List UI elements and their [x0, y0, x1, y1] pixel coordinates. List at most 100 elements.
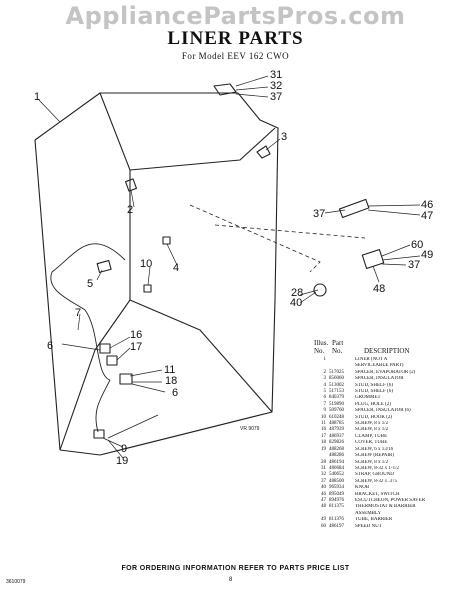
- part-no-cell: 811375: [329, 504, 344, 510]
- callout-32: 32: [270, 80, 283, 92]
- illus-no-cell: 3: [323, 376, 327, 382]
- description-cell: STUD, SHELF (6): [355, 389, 393, 395]
- spacer-part-2: [124, 178, 138, 192]
- description-cell: SCREW, 8 x 1/2: [355, 427, 389, 433]
- illus-no-cell: 32: [321, 472, 326, 478]
- tube-line-left: [50, 243, 126, 381]
- description-cell: SPACER, INSULATOR: [355, 376, 404, 382]
- illus-no-cell: 17: [321, 433, 326, 439]
- description-cell: SCREW, 6 x 13/16: [355, 446, 394, 452]
- knob-part-40: [313, 283, 327, 297]
- header-part-no: No.: [332, 347, 343, 355]
- callout-17: 17: [130, 341, 143, 353]
- part-no-cell: 965934: [329, 485, 344, 491]
- callout-31: 31: [270, 69, 283, 81]
- illus-no-cell: 40: [321, 485, 326, 491]
- illus-no-cell: 46: [321, 491, 326, 497]
- liner-front-edge: [34, 139, 61, 451]
- illus-no-cell: 9: [323, 408, 327, 414]
- figure-number: VR 9079: [240, 426, 260, 432]
- callout-2: 2: [127, 204, 134, 216]
- callout-7: 7: [75, 307, 82, 319]
- page-number: 8: [229, 577, 233, 583]
- description-cell: COVER, TUBE: [355, 440, 388, 446]
- illus-no-cell: 6: [323, 395, 327, 401]
- part-no-cell: 513002: [329, 382, 344, 388]
- callout-6a: 6: [47, 340, 54, 352]
- illus-no-cell: 5: [323, 389, 327, 395]
- description-cell: TUBE, BARRIER: [355, 517, 393, 523]
- parts-row: ASSEMBLY: [314, 511, 464, 517]
- page-title: LINER PARTS: [167, 28, 304, 49]
- part-no-cell: 811376: [329, 517, 344, 523]
- description-cell: SPEED NUT: [355, 523, 382, 529]
- header-part: Part: [332, 339, 344, 347]
- part-no-cell: 895049: [329, 491, 344, 497]
- part-no-cell: 610248: [329, 414, 344, 420]
- grommet-part-5: [96, 260, 112, 273]
- part-no-cell: 487939: [329, 427, 344, 433]
- liner-right-back-edge: [237, 92, 279, 301]
- callout-6b: 6: [172, 387, 179, 399]
- ground-strap-part-31: [213, 83, 237, 96]
- part-no-cell: 486684: [329, 465, 344, 471]
- illus-no-cell: 47: [321, 497, 326, 503]
- part-no-cell: 894976: [329, 497, 344, 503]
- ordering-footer: FOR ORDERING INFORMATION REFER TO PARTS …: [121, 565, 350, 572]
- illus-no-cell: 4: [323, 382, 327, 388]
- header-illus: Illus.: [314, 339, 329, 347]
- callout-48: 48: [373, 283, 386, 295]
- description-cell: BRACKET, SWITCH: [355, 491, 400, 497]
- header-description: DESCRIPTION: [364, 347, 410, 355]
- part-no-cell: 519890: [329, 401, 344, 407]
- description-cell: SCREW, 8 x 1/2: [355, 421, 389, 427]
- description-cell: SCREW, 8-32 x 1-1/2: [355, 465, 399, 471]
- liner-bottom-edge: [59, 299, 276, 456]
- part-no-cell: 517025: [329, 369, 344, 375]
- hook-stud-part-10: [143, 284, 152, 293]
- illus-no-cell: 10: [321, 414, 326, 420]
- shelf-stud-part-4: [162, 236, 171, 245]
- illus-no-cell: 31: [321, 465, 326, 471]
- illus-no-cell: 28: [321, 459, 326, 465]
- part-no-cell: 517153: [329, 389, 344, 395]
- callout-37-top: 37: [270, 91, 283, 103]
- description-cell: THERMOSTAT & BARRIER: [355, 504, 416, 510]
- liner-inner-corner: [99, 92, 131, 300]
- callout-49: 49: [421, 249, 434, 261]
- liner-top-left-edge: [34, 92, 238, 141]
- control-wire-dashed-2: [214, 224, 366, 239]
- callout-16: 16: [130, 329, 143, 341]
- description-cell: SERVICEABLE PART): [355, 363, 404, 369]
- screw-part-19: [107, 414, 159, 439]
- callout-5: 5: [87, 278, 94, 290]
- description-cell: SCREW, 8-32 x .375: [355, 478, 398, 484]
- callout-37-mid: 37: [313, 208, 326, 220]
- illus-no-cell: 2: [323, 369, 327, 375]
- part-no-cell: 486937: [329, 433, 344, 439]
- callout-40: 40: [290, 297, 303, 309]
- model-subtitle: For Model EEV 162 CWO: [181, 51, 290, 61]
- document-code: 3610079: [6, 579, 26, 585]
- part-no-cell: 486197: [329, 523, 344, 529]
- part-no-cell: 488286: [329, 453, 344, 459]
- liner-inner-floor: [59, 299, 131, 451]
- description-cell: GROMMET: [355, 395, 381, 401]
- callout-10: 10: [140, 258, 153, 270]
- tube-line-lower: [95, 379, 111, 433]
- description-cell: STUD, SHELF (6): [355, 382, 393, 388]
